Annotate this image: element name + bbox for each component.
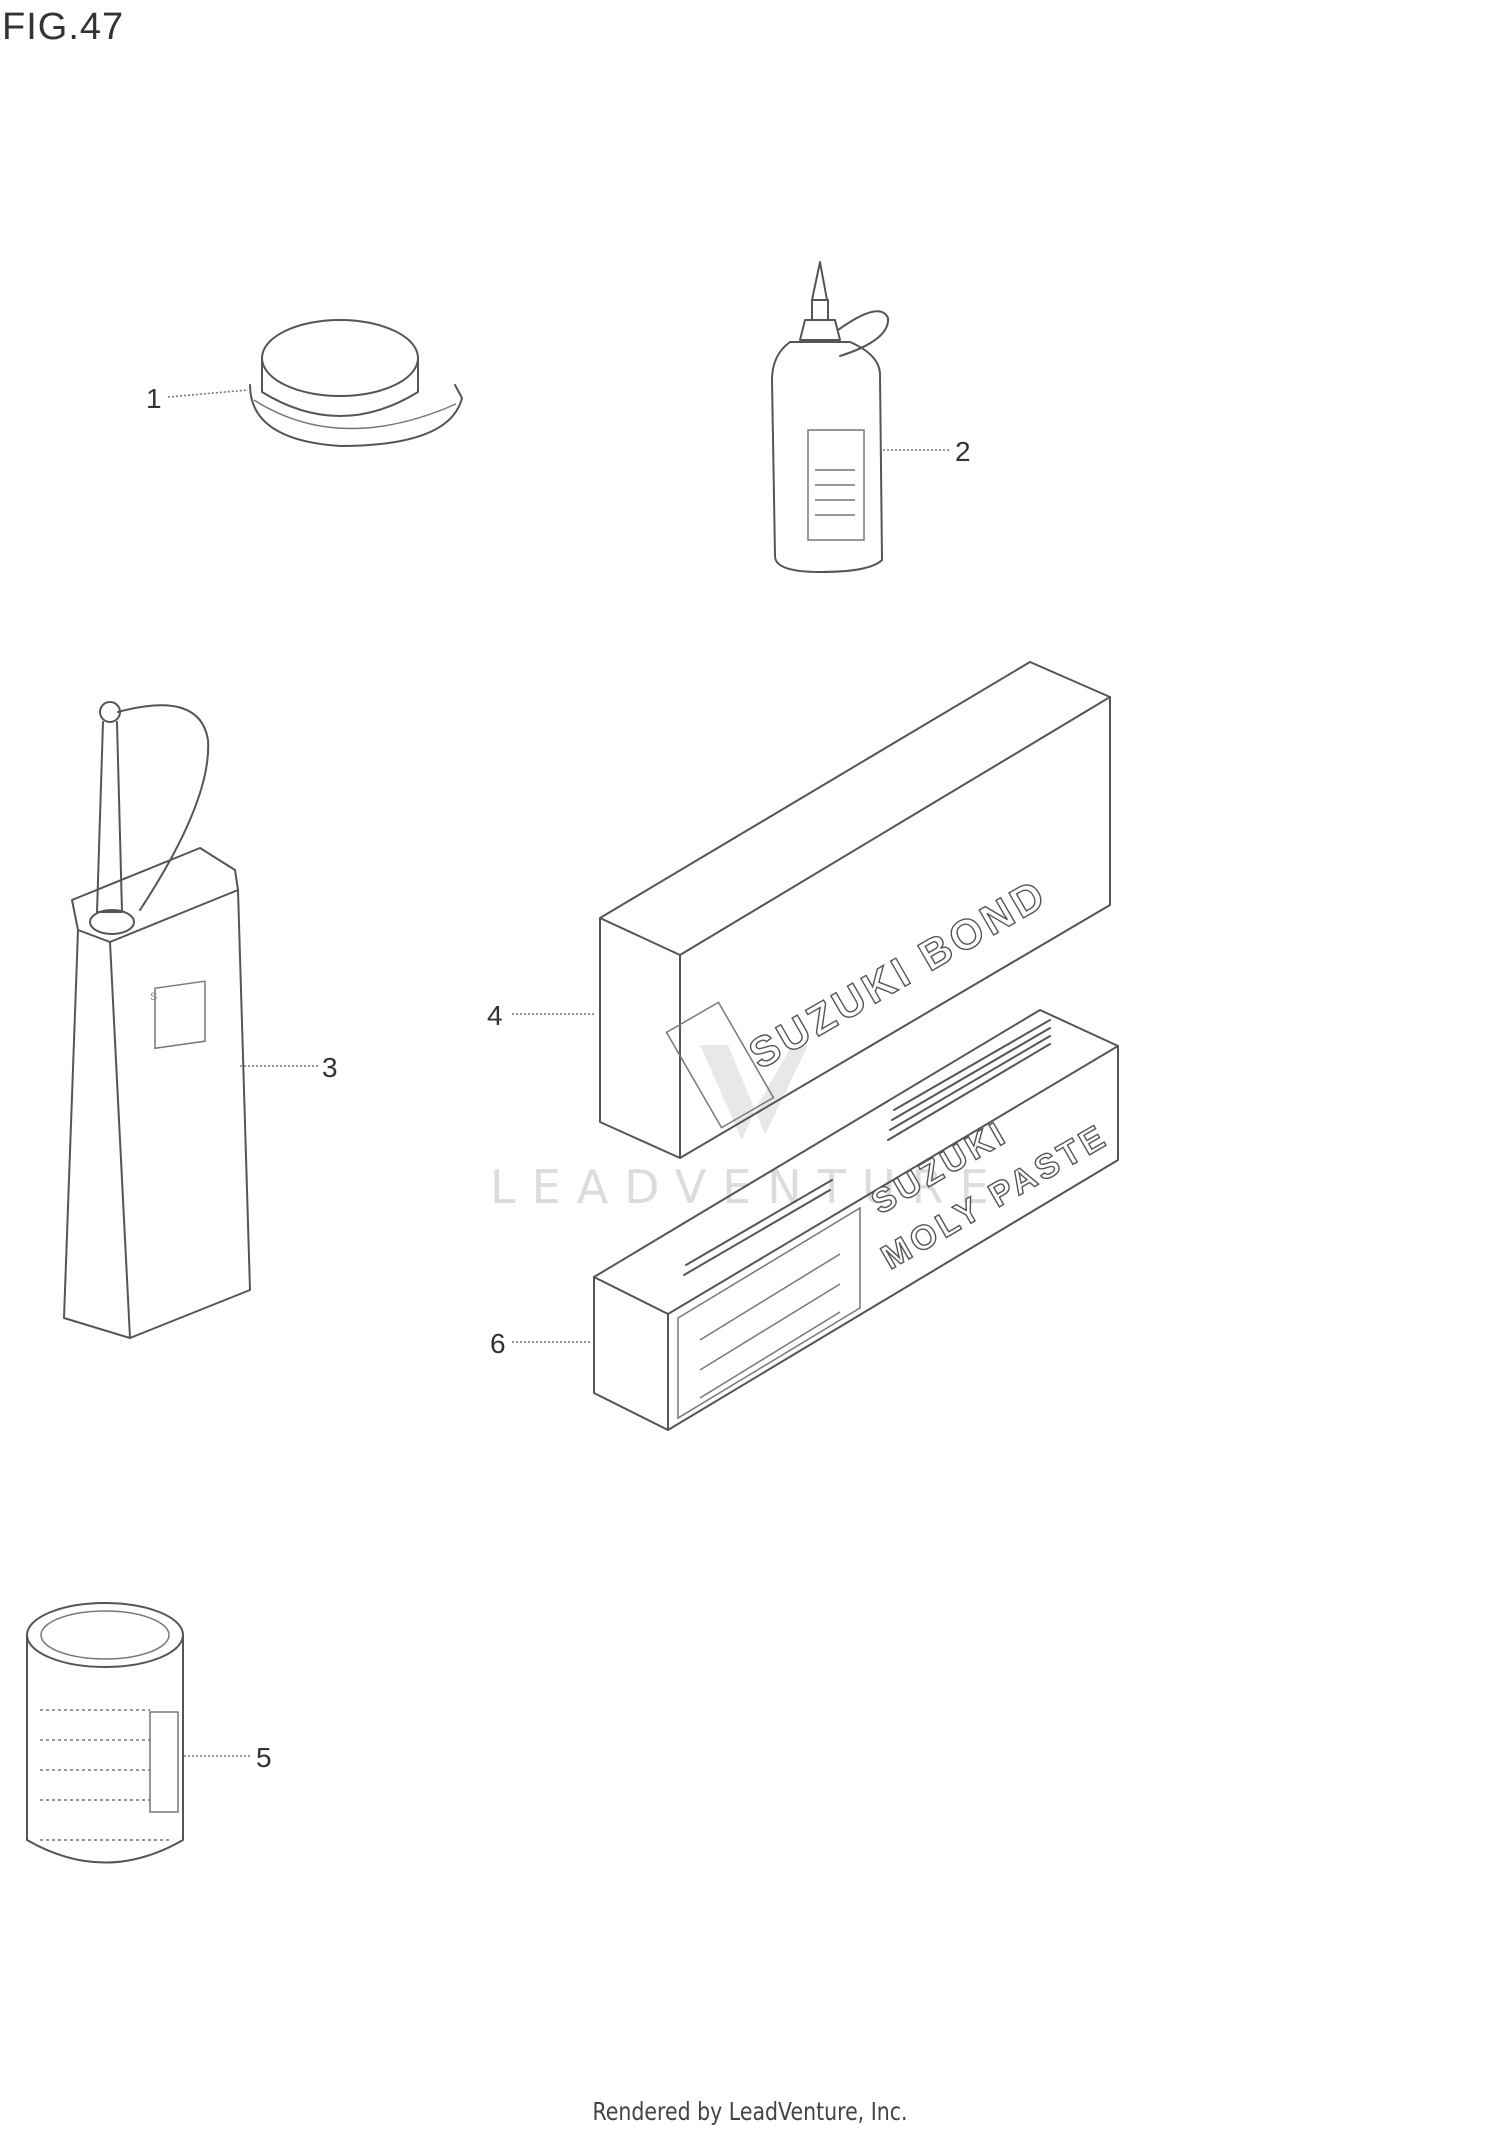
footer-credit: Rendered by LeadVenture, Inc. [592, 2097, 908, 2126]
callout-3[interactable]: 3 [322, 1052, 338, 1083]
callout-6[interactable]: 6 [490, 1328, 506, 1359]
callout-4[interactable]: 4 [487, 1000, 503, 1031]
bond-box-label: SUZUKI BOND [741, 869, 1055, 1078]
part-1-grease-jar[interactable] [249, 319, 463, 447]
watermark-text: LEADVENTURE [490, 1160, 1005, 1214]
leader-line-1 [167, 389, 249, 398]
callout-2[interactable]: 2 [955, 436, 971, 467]
part-6-moly-paste-box[interactable]: SUZUKI MOLY PASTE [593, 1009, 1119, 1431]
part-4-bond-box[interactable]: SUZUKI BOND [599, 661, 1111, 1159]
part-3-oil-can[interactable]: S [63, 701, 251, 1339]
figure-label: FIG.47 [2, 6, 125, 48]
can-label-text-block: S [150, 991, 160, 1003]
watermark: LEADVENTURE [490, 1045, 1005, 1214]
part-2-squeeze-bottle[interactable] [771, 261, 890, 573]
part-5-tin-can[interactable] [26, 1602, 184, 1864]
callout-1[interactable]: 1 [146, 383, 162, 414]
barcode-lines [683, 1019, 1051, 1276]
callout-5[interactable]: 5 [256, 1742, 272, 1773]
